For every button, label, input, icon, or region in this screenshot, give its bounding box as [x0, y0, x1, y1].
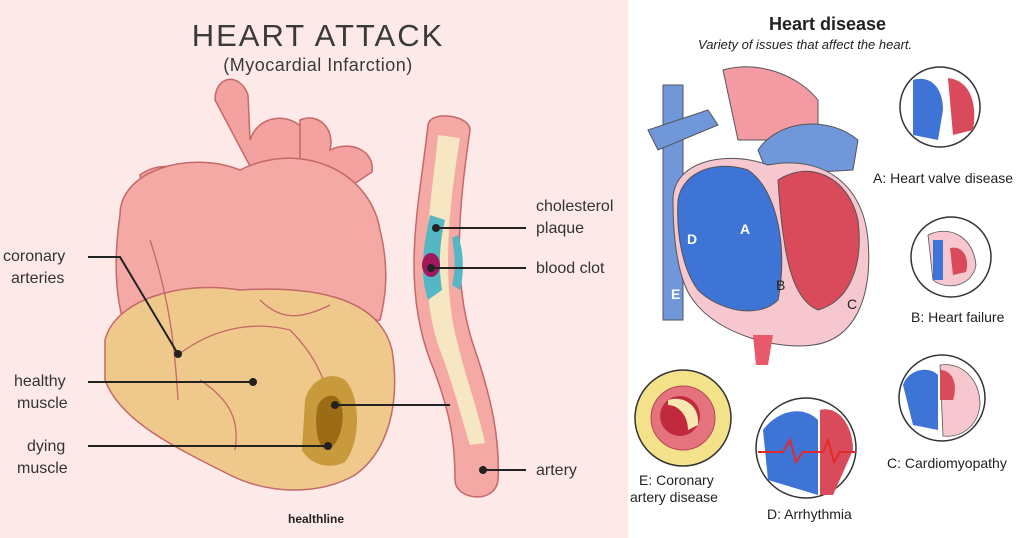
caption-cad-line1: E: Coronary	[639, 472, 714, 488]
caption-failure: B: Heart failure	[911, 309, 1005, 325]
heart-attack-panel: HEART ATTACK (Myocardial Infarction) cor…	[0, 0, 628, 538]
dying-muscle-core	[316, 395, 343, 450]
heart-disease-panel: Heart disease Variety of issues that aff…	[628, 0, 1024, 538]
marker-a: A	[740, 221, 751, 237]
main-heart	[647, 66, 870, 365]
label-artery: artery	[536, 462, 577, 479]
page-subtitle: (Myocardial Infarction)	[223, 55, 413, 75]
caption-valve: A: Heart valve disease	[873, 170, 1014, 186]
circle-coronary	[634, 369, 732, 467]
label-dying: dying	[27, 438, 66, 455]
label-dying-muscle: muscle	[17, 460, 68, 477]
circle-valve	[899, 66, 981, 148]
caption-cardio: C: Cardiomyopathy	[887, 455, 1007, 471]
heart-attack-illustration	[88, 78, 526, 498]
diagram-title: Heart disease	[769, 14, 887, 34]
artery-tube	[413, 115, 500, 498]
label-healthy: healthy	[14, 373, 66, 390]
left-ventricle	[777, 170, 860, 311]
heart-muscle-shape	[104, 286, 396, 491]
heart-disease-illustration	[634, 66, 992, 499]
page-title: HEART ATTACK	[191, 18, 445, 53]
marker-b: B	[776, 277, 786, 293]
leader-lines	[88, 227, 526, 471]
label-coronary: coronary	[3, 248, 66, 265]
marker-e: E	[671, 286, 681, 302]
label-arteries: arteries	[11, 270, 65, 287]
label-healthy-muscle: muscle	[17, 395, 68, 412]
label-cholesterol: cholesterol	[536, 198, 614, 215]
circle-arrhythmia	[755, 397, 857, 499]
circle-failure	[910, 216, 992, 298]
caption-cad-line2: artery disease	[630, 489, 718, 505]
marker-d: D	[687, 231, 698, 247]
marker-c: C	[847, 296, 858, 312]
plaque-right	[452, 235, 463, 290]
caption-arrhythmia: D: Arrhythmia	[767, 506, 852, 522]
leader-dots	[174, 224, 487, 474]
pulmonary-artery	[757, 123, 859, 176]
diagram-subtitle: Variety of issues that affect the heart.	[698, 37, 913, 52]
label-blood-clot: blood clot	[536, 260, 605, 277]
artery-lumen	[426, 135, 485, 445]
label-plaque: plaque	[536, 220, 585, 237]
circle-cardiomyopathy	[898, 354, 986, 442]
brand-logo: healthline	[288, 512, 345, 526]
coronary-artery-lines	[149, 239, 331, 451]
right-ventricle	[677, 165, 783, 312]
